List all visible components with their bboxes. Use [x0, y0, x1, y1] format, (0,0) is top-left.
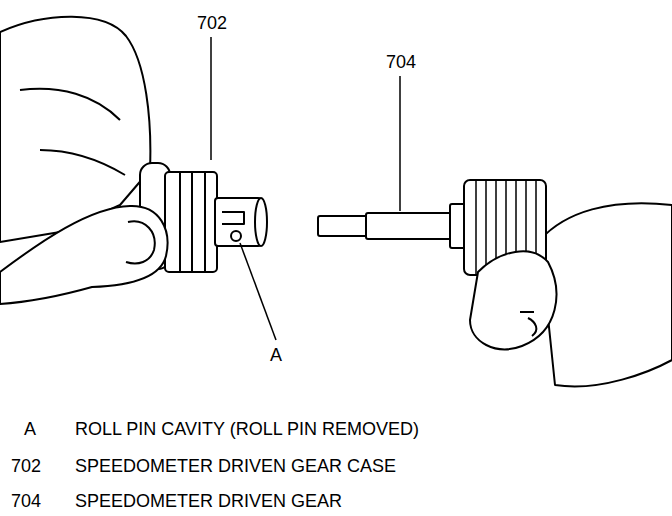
legend-description: ROLL PIN CAVITY (ROLL PIN REMOVED) [75, 418, 419, 440]
leader-line [210, 37, 212, 160]
legend-key: A [24, 418, 36, 440]
legend-key: 702 [11, 455, 41, 477]
callout-letter: A [270, 344, 282, 366]
callout-number: 704 [386, 51, 416, 73]
finger-crease [20, 89, 125, 175]
gear-case-body [165, 172, 217, 272]
gear-case-slot [222, 212, 244, 224]
leader-line [399, 76, 401, 211]
legend-description: SPEEDOMETER DRIVEN GEAR [75, 490, 342, 512]
right-hand [540, 203, 672, 386]
gear-shaft-tip [318, 216, 368, 236]
gear-shaft [366, 213, 452, 239]
legend-key: 704 [11, 490, 41, 512]
gear-case-end [255, 198, 267, 246]
thumb-nail [520, 312, 536, 336]
legend-description: SPEEDOMETER DRIVEN GEAR CASE [75, 455, 396, 477]
thumb-nail [126, 221, 155, 263]
right-thumb [470, 251, 556, 349]
leader-line [240, 243, 276, 340]
gear-case-groove [180, 173, 205, 271]
roll-pin-cavity [231, 231, 241, 241]
left-thumb [0, 206, 168, 304]
callout-number: 702 [197, 12, 227, 34]
